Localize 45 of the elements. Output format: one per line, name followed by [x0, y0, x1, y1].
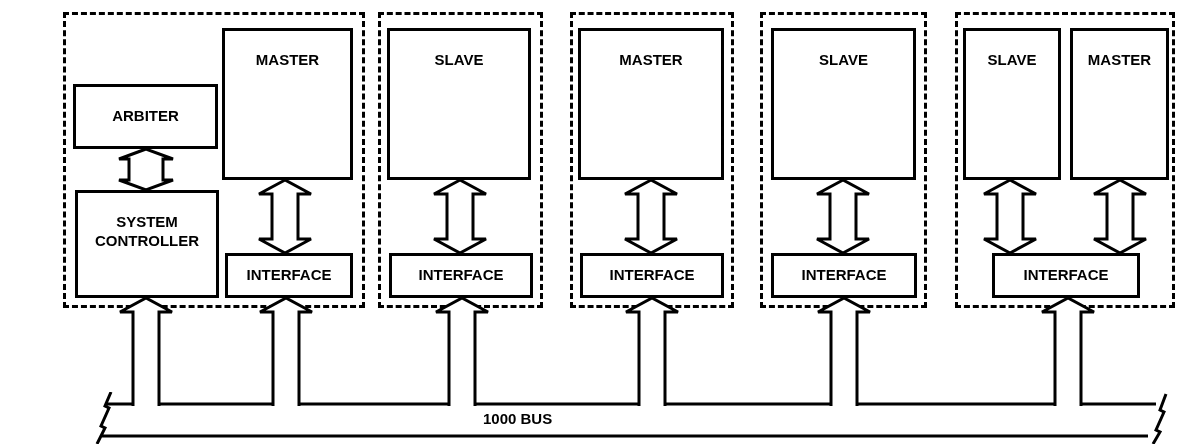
module-box [578, 28, 724, 180]
bus-arrow [258, 296, 314, 408]
bus-arrow [1040, 296, 1096, 408]
block-label: SLAVE [433, 51, 485, 70]
block-label: ARBITER [111, 107, 180, 126]
block-label: MASTER [618, 51, 684, 70]
module-box [771, 28, 916, 180]
bus-arrow [624, 296, 680, 408]
double-arrow [982, 178, 1038, 255]
module-box [963, 28, 1061, 180]
bus-arrow [816, 296, 872, 408]
block-box [225, 253, 353, 298]
block-box [771, 253, 917, 298]
dashed-group-outline [760, 12, 927, 308]
dashed-group-outline [63, 12, 365, 308]
block-label: SYSTEM CONTROLLER [93, 213, 201, 251]
block-label: INTERFACE [800, 266, 888, 285]
double-arrow [815, 178, 871, 255]
block-box [992, 253, 1140, 298]
block-box [580, 253, 724, 298]
block-label: INTERFACE [245, 266, 333, 285]
double-arrow [257, 178, 313, 255]
module-box [222, 28, 353, 180]
double-arrow [623, 178, 679, 255]
module-box [1070, 28, 1169, 180]
block-label: INTERFACE [608, 266, 696, 285]
block-label: SLAVE [986, 51, 1038, 70]
double-arrow [432, 178, 488, 255]
block-label: SLAVE [818, 51, 869, 70]
bus-label: 1000 BUS [483, 410, 553, 427]
block-label: MASTER [254, 51, 321, 70]
double-arrow [117, 147, 175, 192]
block-label: INTERFACE [417, 266, 505, 285]
block-label: INTERFACE [1022, 266, 1110, 285]
bus-arrow [434, 296, 490, 408]
module-box [387, 28, 531, 180]
bus-arrow [118, 296, 174, 408]
block-label: MASTER [1086, 51, 1153, 70]
block-box [73, 84, 218, 149]
double-arrow [1092, 178, 1148, 255]
dashed-group-outline [570, 12, 734, 308]
dashed-group-outline [378, 12, 543, 308]
dashed-group-outline [955, 12, 1175, 308]
block-box [389, 253, 533, 298]
module-box [75, 190, 219, 298]
